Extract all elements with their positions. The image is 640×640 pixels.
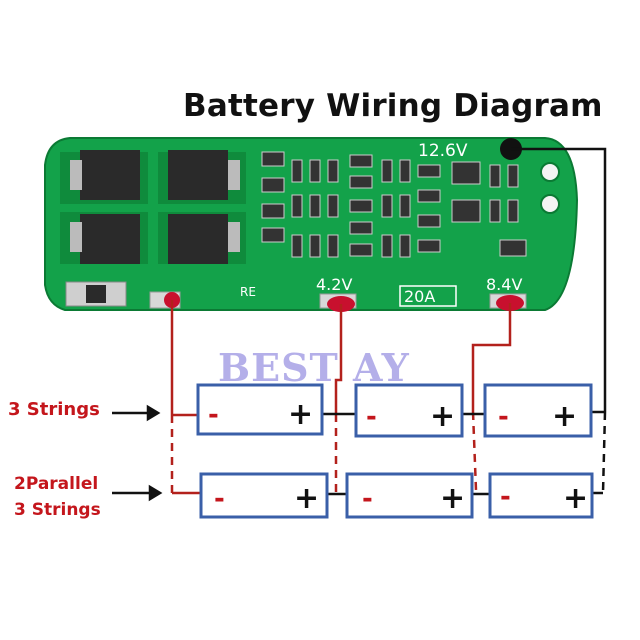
wire-b-minus [170, 300, 198, 417]
mosfet-group [60, 150, 246, 264]
minus-sign: - [366, 402, 377, 432]
battery-signs: - + - + - + - + - + - + [208, 397, 588, 516]
wires [170, 147, 607, 496]
plus-sign: + [440, 481, 465, 516]
battery-cell-top-1 [196, 383, 324, 436]
board-voltage-8v4: 8.4V [486, 275, 522, 294]
bms-board: 12.6V 4.2V 8.4V 20A RE [44, 137, 579, 311]
mounting-holes [540, 162, 560, 214]
label-three-strings: 3 Strings [8, 399, 100, 420]
wire-12v6 [511, 147, 607, 412]
battery-cells [196, 383, 594, 519]
current-rating-box [399, 285, 457, 307]
minus-sign: - [500, 482, 511, 512]
board-voltage-12v6: 12.6V [418, 141, 468, 161]
board-voltage-4v2: 4.2V [316, 275, 352, 294]
battery-cell-bot-2 [345, 472, 474, 519]
watermark: BEST AY [218, 345, 410, 390]
board-re-marking: RE [240, 285, 256, 299]
wire-4v2 [334, 304, 343, 414]
battery-cell-bot-1 [199, 472, 329, 519]
plus-sign: + [294, 481, 319, 516]
plus-sign: + [430, 399, 455, 434]
minus-sign: - [362, 484, 373, 514]
plus-sign: + [288, 397, 313, 432]
minus-sign: - [498, 402, 509, 432]
wire-8v4 [471, 303, 512, 412]
label-two-parallel-line2: 3 Strings [14, 500, 101, 520]
battery-cell-bot-3 [488, 472, 594, 519]
minus-sign: - [214, 484, 225, 514]
battery-cell-top-2 [354, 383, 464, 438]
plus-sign: + [563, 481, 588, 516]
minus-sign: - [208, 400, 219, 430]
smd-components [261, 151, 527, 258]
diagram-title: Battery Wiring Diagram [183, 88, 603, 124]
battery-cell-top-3 [483, 383, 593, 438]
label-two-parallel-line1: 2Parallel [14, 474, 99, 494]
board-current-20a: 20A [404, 287, 435, 306]
plus-sign: + [552, 399, 577, 434]
pointer-arrows [112, 404, 163, 502]
